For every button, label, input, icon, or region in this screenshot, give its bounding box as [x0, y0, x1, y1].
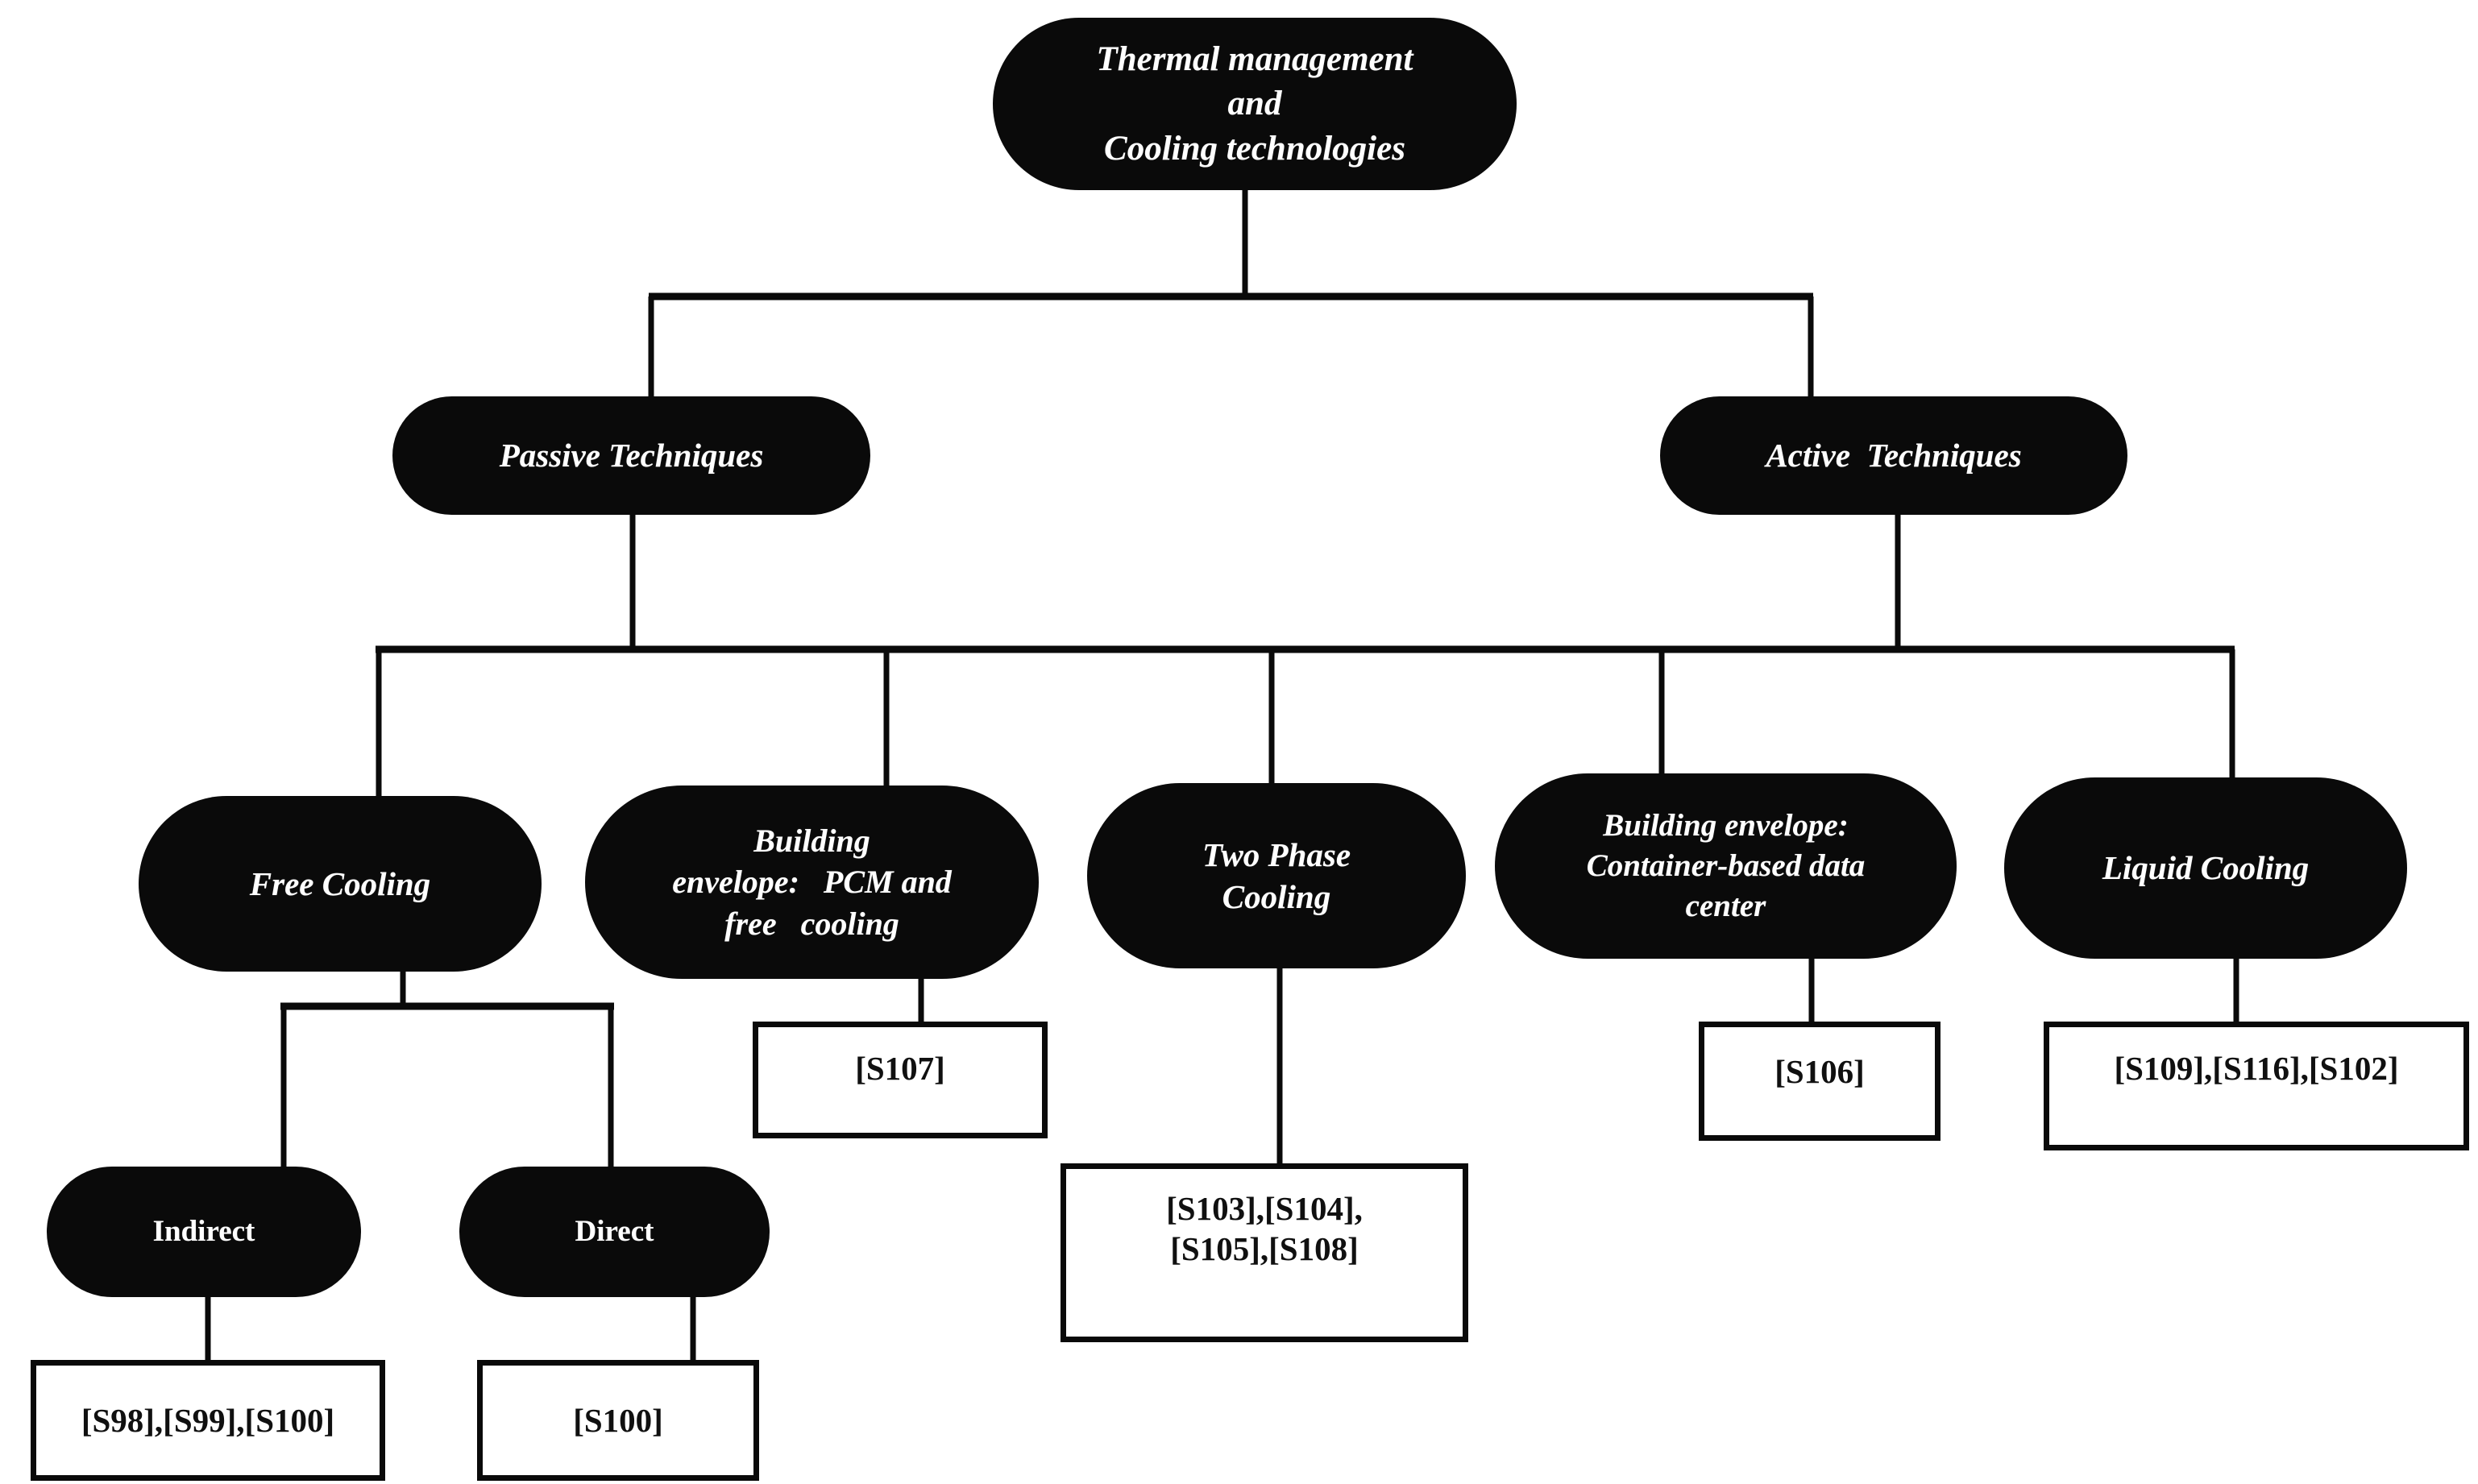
node-pcm-free-cooling-line-1: Building	[753, 823, 870, 860]
refbox-indirect-line-1: [S98],[S99],[S100]	[81, 1401, 335, 1439]
refbox-pcm-text: [S107]	[758, 1048, 1042, 1088]
node-liquid-cooling-line-1: Liquid Cooling	[2102, 849, 2310, 887]
refbox-two-phase-line-2: [S105],[S108]	[1170, 1230, 1359, 1268]
node-root-label: Thermal management and Cooling technolog…	[1004, 37, 1505, 170]
node-passive-techniques-line-1: Passive Techniques	[499, 437, 764, 475]
refbox-direct-line-1: [S100]	[573, 1401, 663, 1439]
node-liquid-cooling-label: Liquid Cooling	[2015, 847, 2396, 889]
node-root-line-2: and	[1227, 85, 1282, 123]
node-container-based-data-center[interactable]: Building envelope: Container-based data …	[1495, 773, 1957, 959]
refbox-pcm-free-cooling[interactable]: [S107]	[753, 1022, 1048, 1138]
node-pcm-free-cooling-label: Building envelope: PCM and free cooling	[596, 820, 1027, 944]
node-root-line-3: Cooling technologies	[1104, 129, 1405, 168]
node-two-phase-cooling-line-2: Cooling	[1222, 878, 1331, 915]
node-two-phase-cooling[interactable]: Two Phase Cooling	[1087, 783, 1466, 968]
node-pcm-free-cooling-line-3: free cooling	[724, 905, 899, 942]
node-container-line-1: Building envelope:	[1603, 808, 1849, 844]
refbox-liquid-line-1: [S109],[S116],[S102]	[2114, 1050, 2399, 1087]
node-two-phase-cooling-line-1: Two Phase	[1202, 835, 1351, 873]
node-pcm-free-cooling-line-2: envelope: PCM and	[672, 864, 952, 901]
node-free-cooling[interactable]: Free Cooling	[139, 796, 542, 972]
node-two-phase-cooling-label: Two Phase Cooling	[1098, 834, 1455, 918]
node-root[interactable]: Thermal management and Cooling technolog…	[993, 18, 1517, 190]
refbox-indirect[interactable]: [S98],[S99],[S100]	[31, 1360, 385, 1481]
refbox-indirect-text: [S98],[S99],[S100]	[36, 1400, 380, 1440]
node-direct-line-1: Direct	[575, 1215, 654, 1249]
node-indirect[interactable]: Indirect	[47, 1167, 361, 1297]
node-container-line-2: Container-based data	[1586, 848, 1866, 884]
node-free-cooling-line-1: Free Cooling	[249, 864, 431, 902]
refbox-container-based-data-center[interactable]: [S106]	[1699, 1022, 1940, 1141]
refbox-two-phase-cooling[interactable]: [S103],[S104], [S105],[S108]	[1061, 1163, 1468, 1342]
refbox-two-phase-text: [S103],[S104], [S105],[S108]	[1066, 1188, 1463, 1269]
refbox-two-phase-line-1: [S103],[S104],	[1166, 1190, 1363, 1227]
node-pcm-free-cooling[interactable]: Building envelope: PCM and free cooling	[585, 786, 1039, 979]
node-container-line-3: center	[1685, 888, 1766, 923]
refbox-container-text: [S106]	[1704, 1051, 1935, 1092]
node-passive-techniques-label: Passive Techniques	[404, 434, 859, 476]
node-active-techniques-line-1: Active Techniques	[1766, 437, 2022, 475]
refbox-liquid-text: [S109],[S116],[S102]	[2049, 1048, 2463, 1088]
node-direct-label: Direct	[471, 1212, 758, 1250]
node-liquid-cooling[interactable]: Liquid Cooling	[2004, 777, 2407, 959]
node-free-cooling-label: Free Cooling	[150, 863, 530, 905]
node-indirect-line-1: Indirect	[152, 1215, 255, 1249]
refbox-liquid-cooling[interactable]: [S109],[S116],[S102]	[2044, 1022, 2469, 1150]
node-indirect-label: Indirect	[58, 1212, 350, 1250]
node-root-line-1: Thermal management	[1096, 40, 1413, 79]
node-direct[interactable]: Direct	[459, 1167, 770, 1297]
refbox-pcm-line-1: [S107]	[855, 1050, 945, 1087]
refbox-direct[interactable]: [S100]	[477, 1360, 759, 1481]
node-active-techniques-label: Active Techniques	[1671, 434, 2116, 476]
node-passive-techniques[interactable]: Passive Techniques	[392, 396, 870, 515]
node-active-techniques[interactable]: Active Techniques	[1660, 396, 2127, 515]
refbox-container-line-1: [S106]	[1774, 1053, 1865, 1090]
node-container-based-data-center-label: Building envelope: Container-based data …	[1506, 806, 1945, 926]
refbox-direct-text: [S100]	[483, 1400, 753, 1440]
